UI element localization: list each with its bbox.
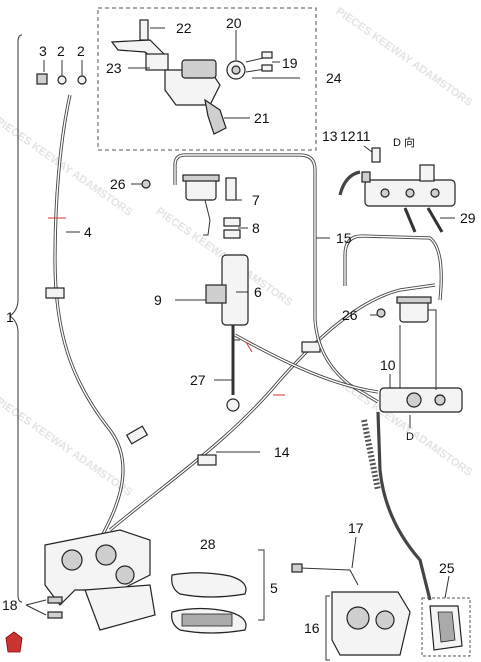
- handlebar-master-cylinder-box: [97, 7, 317, 151]
- watermark-text: PIECES KEEWAY ADAMSTORS: [334, 5, 475, 108]
- banjo-bolt-washers: [36, 73, 87, 85]
- callout-25: 25: [439, 560, 455, 576]
- callout-1: 1: [6, 309, 14, 325]
- callout-24: 24: [326, 70, 342, 86]
- callout-27: 27: [190, 372, 206, 388]
- rear-hose-to-valve: [234, 333, 379, 394]
- callout-14: 14: [274, 444, 290, 460]
- callout-21: 21: [254, 110, 270, 126]
- callout-22: 22: [176, 20, 192, 36]
- callout-20: 20: [226, 15, 242, 31]
- callout-28: 28: [200, 536, 216, 552]
- front-brake-caliper: [44, 529, 156, 631]
- callout-26a: 26: [110, 176, 126, 192]
- watermark-text: PIECES KEEWAY ADAMSTORS: [0, 395, 134, 498]
- d-view-label: D 向: [393, 135, 415, 149]
- callout-15: 15: [336, 230, 352, 246]
- callout-13: 13: [322, 128, 338, 144]
- callout-labels: 3 2 2 1 4 22 20 19 23 21 24 13 12 11 D 向…: [2, 15, 476, 636]
- callout-3: 3: [39, 43, 47, 59]
- front-master-cylinder: [110, 19, 273, 135]
- callout-23: 23: [106, 60, 122, 76]
- brake-hose-15: [173, 153, 379, 404]
- bracket-5: [258, 549, 265, 621]
- brake-pads-rear: [421, 597, 471, 657]
- callout-17: 17: [348, 520, 364, 536]
- callout-10: 10: [380, 357, 396, 373]
- callout-6: 6: [254, 284, 262, 300]
- callout-11: 11: [356, 128, 371, 144]
- brand-logo: [5, 631, 23, 653]
- rear-brake-hose-14: [108, 283, 436, 532]
- callout-8: 8: [252, 220, 260, 236]
- front-brake-hose: [45, 94, 149, 541]
- callout-9: 9: [154, 292, 162, 308]
- callout-7: 7: [252, 192, 260, 208]
- callout-2a: 2: [57, 43, 65, 59]
- callout-26b: 26: [342, 307, 358, 323]
- abs-module-d-view: [338, 147, 456, 233]
- callout-18: 18: [2, 597, 18, 613]
- callout-16: 16: [304, 620, 320, 636]
- callout-4: 4: [84, 224, 92, 240]
- d-marker-label: D: [406, 431, 414, 443]
- brake-pads-front: [171, 572, 247, 634]
- combination-valve: [343, 234, 463, 413]
- callout-29: 29: [460, 210, 476, 226]
- rear-brake-caliper: [325, 591, 411, 661]
- callout-12: 12: [340, 128, 356, 144]
- leader-lines: [25, 27, 455, 616]
- watermark-text: PIECES KEEWAY ADAMSTORS: [0, 115, 134, 218]
- callout-2b: 2: [77, 43, 85, 59]
- callout-5: 5: [270, 580, 278, 596]
- assembly-brace-1: [9, 34, 23, 603]
- callout-19: 19: [282, 55, 298, 71]
- rear-hose-17: [291, 411, 432, 601]
